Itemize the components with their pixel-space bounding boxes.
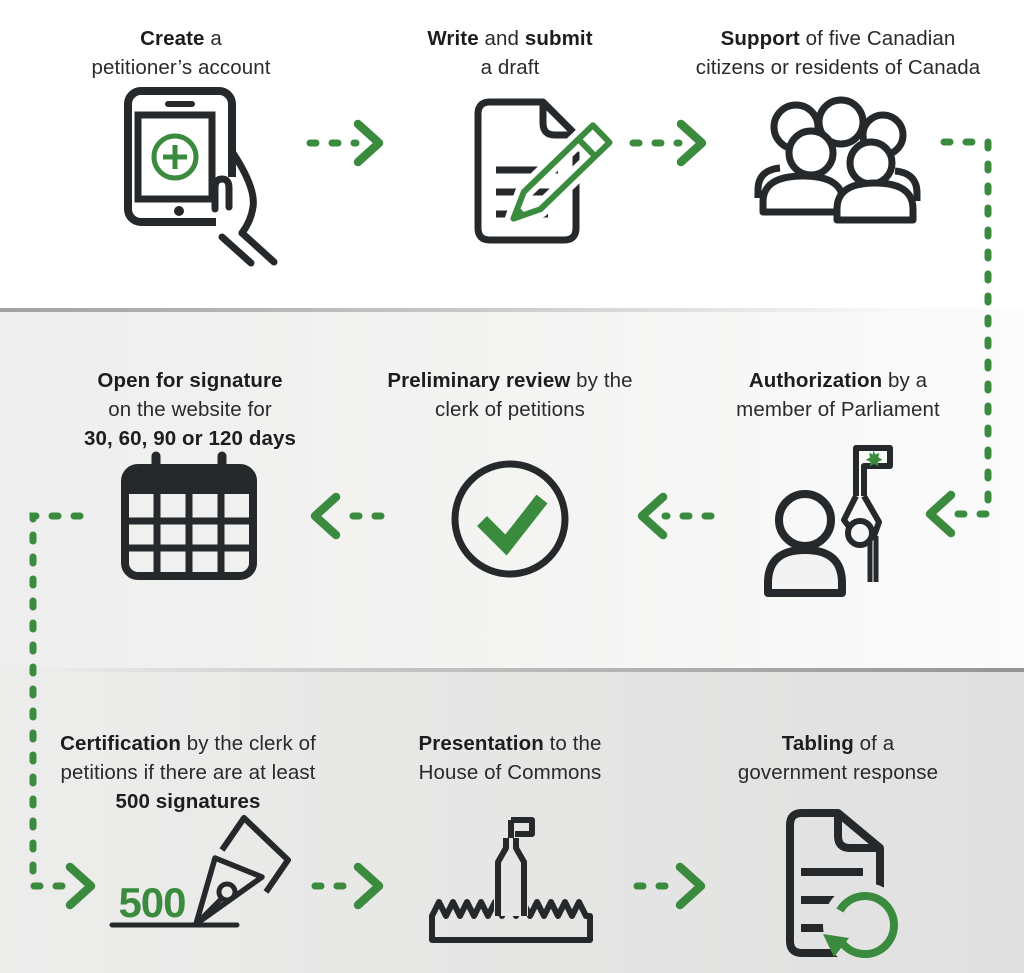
label-line: clerk of petitions (343, 395, 677, 424)
nib-slit (194, 896, 224, 926)
label-segment: Create (140, 27, 205, 50)
label-line: member of Parliament (671, 395, 1005, 424)
label-segment: by a (882, 369, 928, 392)
label-segment: 30, 60, 90 or 120 days (84, 427, 296, 450)
step-4-label: Authorization by a member of Parliament (671, 366, 1005, 424)
label-line: Write and submit (343, 24, 677, 53)
label-segment: Certification (60, 732, 181, 755)
thumb (211, 175, 233, 213)
hand (211, 149, 278, 267)
canada-flag (853, 445, 893, 496)
document-pencil-icon (474, 98, 619, 244)
label-line: Support of five Canadian (671, 24, 1005, 53)
tablet-home-button (174, 206, 184, 216)
label-line: Tabling of a (671, 729, 1005, 758)
label-segment: submit (524, 27, 593, 50)
label-line: on the website for (23, 395, 357, 424)
member-of-parliament-flag-icon (764, 445, 893, 597)
label-segment: of a (853, 732, 895, 755)
label-line: Presentation to the (343, 729, 677, 758)
label-segment: clerk of petitions (435, 398, 585, 421)
step-8-label: Presentation to the House of Commons (343, 729, 677, 787)
label-segment: by the (570, 369, 633, 392)
step-1-label: Create a petitioner’s account (14, 24, 348, 82)
person-body (764, 546, 846, 597)
label-segment: to the (543, 732, 602, 755)
tablet-add-account-icon (124, 87, 278, 267)
label-line: Create a (14, 24, 348, 53)
label-segment: Presentation (418, 732, 544, 755)
step-3-label: Support of five Canadian citizens or res… (671, 24, 1005, 82)
tower-left-wall (495, 838, 509, 916)
label-segment: a draft (480, 56, 540, 79)
label-segment: Write (427, 27, 479, 50)
person-head (775, 490, 835, 550)
refresh-arrow-icon (823, 883, 907, 967)
pencil-icon (504, 116, 619, 228)
label-segment: House of Commons (418, 761, 602, 784)
label-segment: citizens or residents of Canada (695, 56, 981, 79)
label-line: petitioner’s account (14, 53, 348, 82)
calendar-header (125, 468, 253, 494)
label-line: Certification by the clerk of (21, 729, 355, 758)
step-5-label: Preliminary review by the clerk of petit… (343, 366, 677, 424)
page-fold (834, 813, 880, 852)
group-of-people-icon (754, 96, 921, 224)
checkmark (477, 494, 548, 556)
maple-leaf-icon (865, 450, 883, 467)
label-segment: Tabling (781, 732, 854, 755)
label-segment: by the clerk of (180, 732, 316, 755)
signature-count: 500 (118, 879, 185, 926)
calendar-icon (121, 451, 257, 580)
label-segment: on the website for (108, 398, 272, 421)
label-line: Open for signature (23, 366, 357, 395)
page-fold (539, 102, 576, 139)
step-2-label: Write and submit a draft (343, 24, 677, 82)
label-line: House of Commons (343, 758, 677, 787)
label-segment: Open for signature (97, 369, 283, 392)
label-segment: a (204, 27, 222, 50)
tower-flag (511, 817, 535, 837)
tablet-screen (134, 111, 216, 203)
parliament-building-icon (429, 817, 593, 943)
label-segment: government response (737, 761, 939, 784)
refresh-arrowhead (823, 934, 849, 957)
tower-right-wall (513, 838, 527, 916)
arrow-step1-to-step2 (306, 119, 384, 167)
label-line: 500 signatures (21, 787, 355, 816)
hand-circle (845, 518, 875, 548)
step-6-label: Open for signature on the website for 30… (23, 366, 357, 453)
label-segment: and (478, 27, 525, 50)
label-segment: member of Parliament (736, 398, 940, 421)
add-circle-icon (151, 133, 199, 181)
label-segment: petitions if there are at least (60, 761, 316, 784)
pencil-tip (513, 206, 526, 219)
label-segment: Authorization (748, 369, 883, 392)
label-segment: 500 signatures (115, 790, 261, 813)
label-segment: of five Canadian (799, 27, 956, 50)
pen-barrel (219, 815, 291, 894)
label-segment: Support (720, 27, 800, 50)
step-7-label: Certification by the clerk of petitions … (21, 729, 355, 816)
label-line: government response (671, 758, 1005, 787)
label-line: Authorization by a (671, 366, 1005, 395)
label-line: citizens or residents of Canada (671, 53, 1005, 82)
label-line: Preliminary review by the (343, 366, 677, 395)
label-line: petitions if there are at least (21, 758, 355, 787)
step-9-label: Tabling of a government response (671, 729, 1005, 787)
nib-breather-hole (216, 881, 238, 903)
label-segment: Preliminary review (387, 369, 571, 392)
pen-nib-icon: 500 (109, 815, 291, 928)
arrow-step2-to-step3 (629, 119, 707, 167)
label-line: 30, 60, 90 or 120 days (23, 424, 357, 453)
document-refresh-icon (786, 809, 907, 967)
label-line: a draft (343, 53, 677, 82)
label-segment: petitioner’s account (91, 56, 271, 79)
checkmark-circle-icon (451, 460, 569, 578)
